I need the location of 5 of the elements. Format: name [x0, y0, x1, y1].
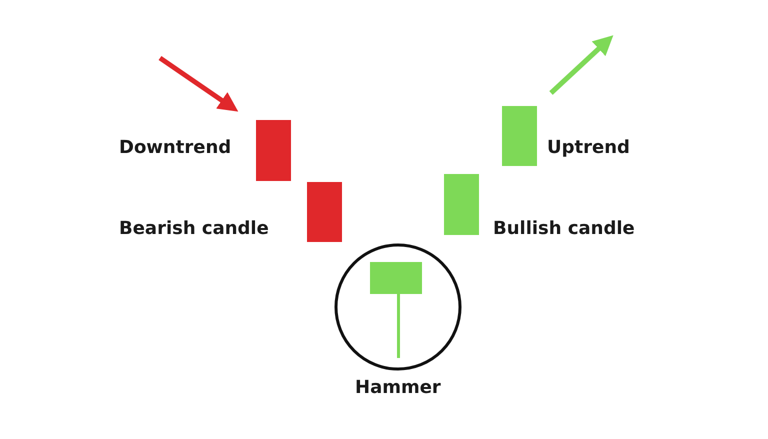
- trend-label: Bearish candle: [119, 218, 269, 240]
- trend-label: Uptrend: [547, 137, 630, 159]
- trend-label: Downtrend: [119, 137, 232, 159]
- trend-label: Hammer: [355, 377, 441, 399]
- trend-label: Bullish candle: [493, 218, 635, 240]
